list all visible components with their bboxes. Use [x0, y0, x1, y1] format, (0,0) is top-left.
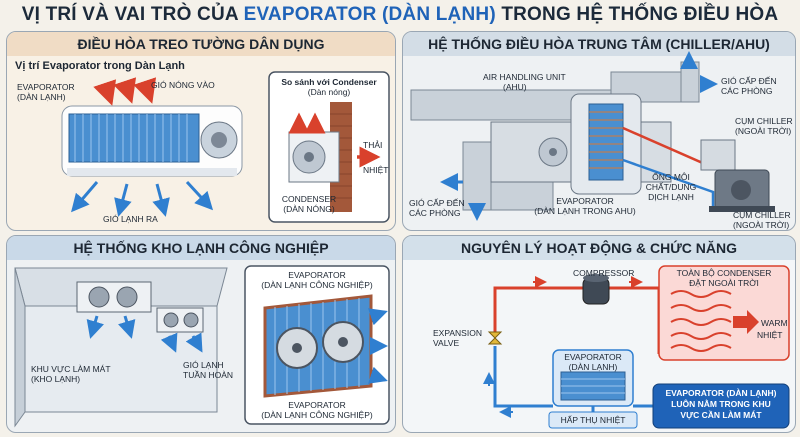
panel-central-ac-heading: HỆ THỐNG ĐIỀU HÒA TRUNG TÂM (CHILLER/AHU… [403, 32, 795, 56]
circulating-air-label-1: GIÓ LẠNH [183, 360, 224, 370]
hot-air-arrows [93, 77, 157, 106]
evap-note-3: VỰC CẦN LÀM MÁT [680, 410, 762, 420]
warm-heat-arrow [733, 310, 759, 334]
ahu-evap-label-1: EVAPORATOR [556, 196, 614, 206]
evap-top-label-2: (DÀN LẠNH CÔNG NGHIỆP) [261, 280, 373, 290]
ceiling-evaporator-2 [156, 307, 204, 333]
evap-top-label-1: EVAPORATOR [288, 270, 346, 280]
supply-top-label-2: CÁC PHÒNG [721, 86, 773, 96]
expansion-valve [487, 331, 503, 345]
chiller-unit [700, 139, 775, 212]
cycle-evap-label-2: (DÀN LẠNH) [568, 362, 618, 372]
ahu-label-1: AIR HANDLING UNIT [483, 72, 566, 82]
panel-working-principle-heading: NGUYÊN LÝ HOẠT ĐỘNG & CHỨC NĂNG [403, 236, 795, 260]
compare-label-1: So sánh với Condenser [281, 77, 377, 87]
compare-label-2: (Dàn nóng) [307, 87, 351, 97]
wall-evap-label-2: (DÀN LẠNH) [17, 92, 66, 102]
wall-ac-subheading: Vị trí Evaporator trong Dàn Lạnh [15, 60, 185, 72]
chiller-bottom-label-1: CỤM CHILLER [733, 210, 791, 220]
title-highlight: EVAPORATOR (DÀN LẠNH) [243, 4, 496, 25]
wall-ac-illustration [61, 71, 390, 223]
expansion-label-1: EXPANSION [433, 328, 482, 338]
ceiling-evaporator-1 [76, 281, 152, 313]
supply-top-label-1: GIÓ CẤP ĐẾN [721, 76, 777, 86]
supply-left-label-2: CÁC PHÒNG [409, 208, 461, 218]
condenser-note-1: TOÀN BỘ CONDENSER [676, 268, 772, 278]
condenser-unit [288, 131, 340, 183]
ahu-illustration [410, 51, 775, 221]
ahu-label-2: (AHU) [503, 82, 527, 92]
panel-cold-storage-heading: HỆ THỐNG KHO LẠNH CÔNG NGHIỆP [7, 236, 395, 260]
cool-area-label-2: (KHO LẠNH) [31, 374, 81, 384]
cold-air-arrows [71, 180, 214, 217]
evap-note-1: EVAPORATOR (DÀN LẠNH) [665, 388, 777, 398]
panel-cold-storage: HỆ THỐNG KHO LẠNH CÔNG NGHIỆP [6, 235, 396, 433]
condenser-note-2: ĐẶT NGOÀI TRỜI [689, 278, 759, 288]
evap-note-2: LUÔN NẰM TRONG KHU [671, 399, 771, 409]
chiller-top-label-2: (NGOÀI TRỜI) [735, 126, 792, 136]
condenser-coil [670, 290, 732, 352]
panel-central-ac: HỆ THỐNG ĐIỀU HÒA TRUNG TÂM (CHILLER/AHU… [402, 31, 796, 231]
hot-air-in-label: GIÓ NÓNG VÀO [151, 80, 215, 90]
pipe-label-2: CHẤT/DUNG [645, 182, 697, 192]
cold-storage-illustration [14, 265, 390, 428]
panel-wall-ac-heading: ĐIỀU HÒA TREO TƯỜNG DÂN DỤNG [7, 32, 395, 56]
evap-bottom-label-1: EVAPORATOR [288, 400, 346, 410]
supply-left-label-1: GIÓ CẤP ĐẾN [409, 198, 465, 208]
page-title: VỊ TRÍ VÀ VAI TRÒ CỦA EVAPORATOR (DÀN LẠ… [0, 4, 800, 26]
pipe-label-1: ỐNG MÔI [652, 172, 690, 182]
condenser-label-1: CONDENSER [281, 194, 337, 204]
industrial-evaporator-closeup [263, 294, 373, 398]
chiller-bottom-label-2: (NGOÀI TRỜI) [733, 220, 790, 230]
expansion-label-2: VALVE [433, 338, 460, 348]
warm-label-2: NHIỆT [757, 330, 783, 340]
ahu-evap-label-2: (DÀN LẠNH TRONG AHU) [534, 206, 636, 216]
condenser-label-2: (DÀN NÓNG) [283, 204, 335, 214]
cycle-evap-label-1: EVAPORATOR [564, 352, 622, 362]
ahu-body [490, 93, 672, 195]
heat-reject-label-2: NHIỆT [363, 165, 389, 175]
panel-wall-ac: ĐIỀU HÒA TREO TƯỜNG DÂN DỤNG [6, 31, 396, 231]
absorb-heat-label: HẤP THỤ NHIỆT [560, 415, 626, 425]
circulating-air-label-2: TUẦN HOÀN [183, 370, 234, 380]
title-part2: TRONG HỆ THỐNG ĐIỀU HÒA [495, 4, 779, 25]
warm-label-1: WARM [761, 318, 788, 328]
evaporator-coil [560, 371, 626, 401]
evap-bottom-label-2: (DÀN LẠNH CÔNG NGHIỆP) [261, 410, 373, 420]
compressor-label: COMPRESSOR [573, 268, 635, 278]
indoor-unit [61, 105, 243, 177]
panel-working-principle: NGUYÊN LÝ HOẠT ĐỘNG & CHỨC NĂNG [402, 235, 796, 433]
compressor [582, 274, 610, 305]
title-part1: VỊ TRÍ VÀ VAI TRÒ CỦA [21, 4, 244, 25]
refrigeration-cycle-diagram [483, 265, 790, 429]
cool-area-label-1: KHU VỰC LÀM MÁT [31, 364, 111, 374]
pipe-label-3: DỊCH LẠNH [648, 192, 694, 202]
chiller-top-label-1: CỤM CHILLER [735, 116, 793, 126]
cold-air-out-label: GIÓ LẠNH RA [103, 214, 158, 224]
heat-reject-label-1: THẢI [363, 140, 383, 150]
wall-evap-label-1: EVAPORATOR [17, 82, 75, 92]
